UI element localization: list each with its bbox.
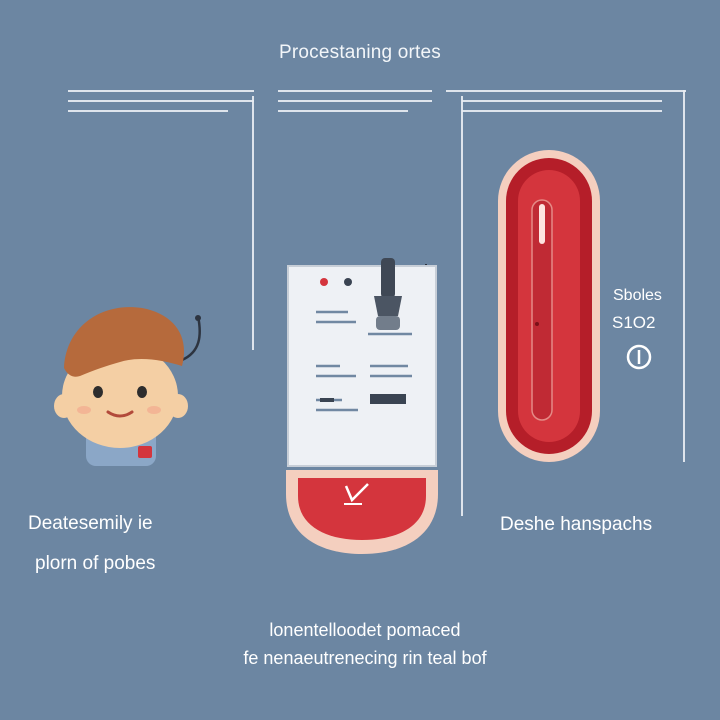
left-caption-line-2: plorn of pobes [35, 553, 156, 574]
header-rule [68, 100, 254, 102]
header-rule [68, 110, 228, 112]
person-icon [54, 307, 201, 466]
left-caption-line-1: Deatesemily ie [28, 513, 153, 534]
side-label-line-2: S1O2 [612, 313, 656, 332]
microphone-icon [374, 258, 402, 330]
header-rule [278, 100, 432, 102]
header-rule [278, 110, 408, 112]
connector-line [683, 90, 685, 462]
thermometer-icon [498, 150, 600, 462]
header-rule [278, 90, 432, 92]
bottom-caption-line-1: lonentelloodet pomaced [269, 620, 461, 640]
page-title: Procestaning ortes [278, 42, 442, 63]
header-rule [446, 90, 686, 92]
info-icon [626, 344, 652, 370]
header-rule [462, 100, 662, 102]
connector-line [461, 96, 463, 516]
right-caption: Deshe hanspachs [500, 514, 653, 535]
clipboard-device-icon [286, 264, 438, 554]
connector-line [252, 96, 254, 350]
check-icon [344, 483, 369, 505]
side-label-line-1: Sboles [613, 287, 662, 304]
bottom-caption-line-2: fe nenaeutrenecing rin teal bof [243, 648, 487, 668]
header-rule [68, 90, 254, 92]
header-rule [462, 110, 662, 112]
